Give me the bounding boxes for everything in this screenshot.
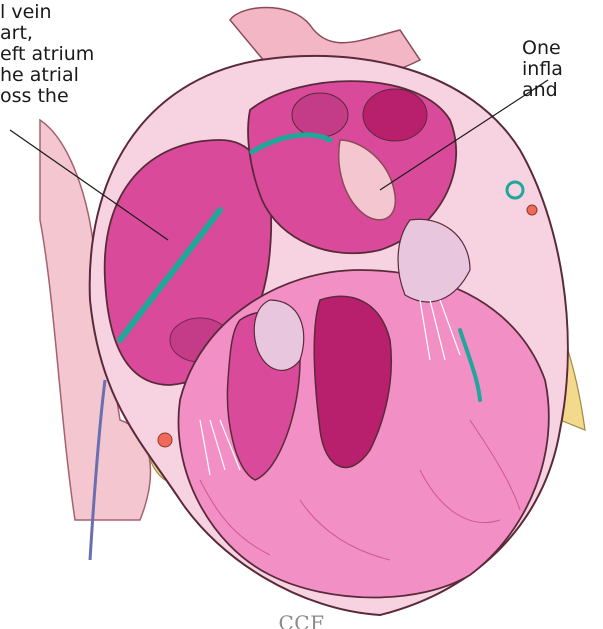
left-caption-line: oss the xyxy=(0,86,94,107)
left-caption-line: he atrial xyxy=(0,65,94,86)
watermark: CCF xyxy=(0,611,603,629)
left-caption-line: eft atrium xyxy=(0,44,94,65)
right-caption-line: One xyxy=(522,38,563,59)
left-caption-line: art, xyxy=(0,23,94,44)
right-caption-line: infla xyxy=(522,59,563,80)
left-caption: l vein art, eft atrium he atrial oss the xyxy=(0,2,94,107)
left-caption-line: l vein xyxy=(0,2,94,23)
coronary-vessel-dot-2 xyxy=(527,205,537,215)
pulmonary-vein-opening xyxy=(363,89,427,141)
pulmonary-vein-opening-2 xyxy=(292,93,348,137)
coronary-vessel-dot-3 xyxy=(158,433,172,447)
right-caption-line: and xyxy=(522,80,563,101)
right-caption: One infla and xyxy=(522,38,563,101)
